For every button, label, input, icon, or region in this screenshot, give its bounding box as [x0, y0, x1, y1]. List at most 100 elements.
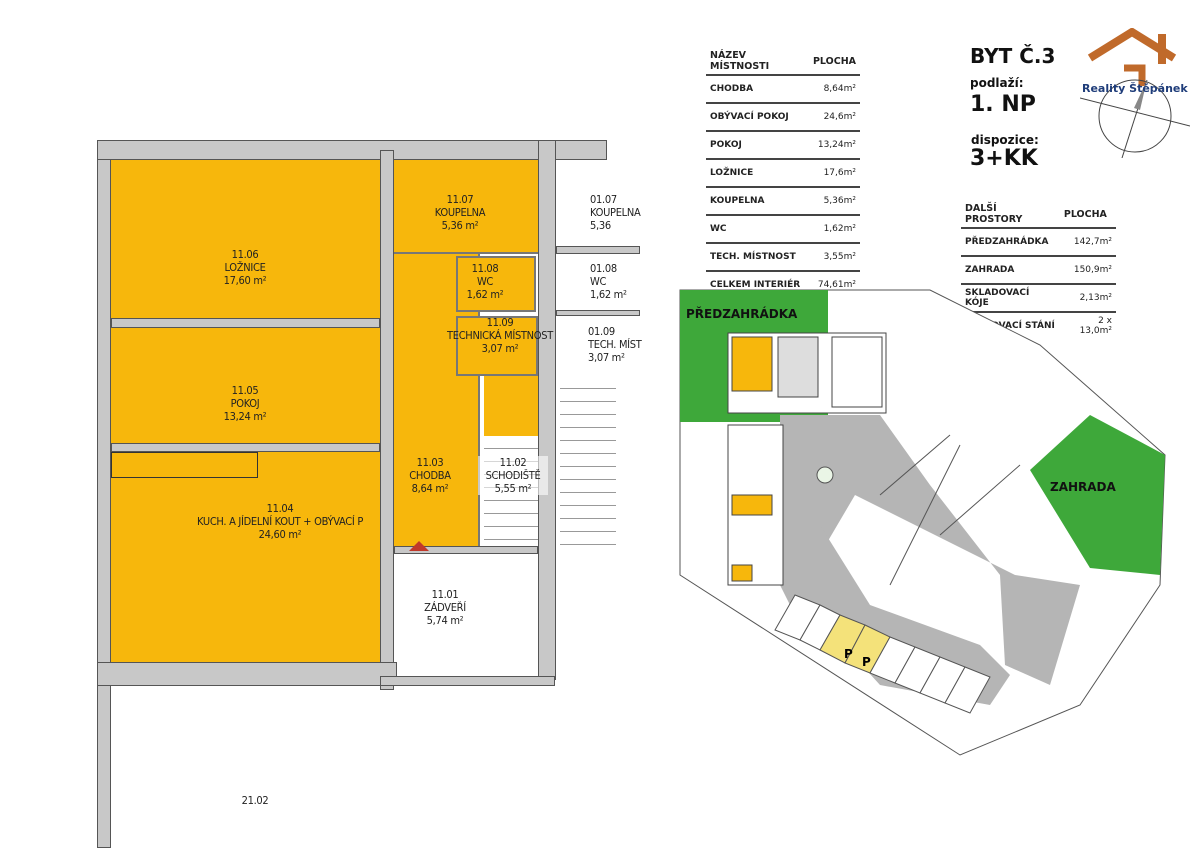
party-wall	[538, 140, 556, 680]
stairs-top	[484, 376, 538, 436]
wall	[394, 546, 538, 554]
space-area: 2 x 13,0m²	[1079, 316, 1112, 336]
logo: Reality Štěpánek	[1079, 27, 1191, 159]
kitchen-counter	[111, 452, 258, 478]
wall	[556, 246, 640, 254]
room-area: 5,74 m²	[426, 614, 464, 627]
column-header: NÁZEV MÍSTNOSTI	[706, 48, 809, 76]
room-area: 5,55 m²	[494, 482, 532, 495]
floor-label: podlaží:	[970, 76, 1024, 90]
room-area: 8,64m²	[808, 75, 860, 104]
room-name: WC	[590, 275, 607, 288]
unit-title: BYT Č.3	[970, 44, 1056, 68]
room-name: TECH. MÍSTNOST	[706, 243, 809, 272]
room-area: 3,07 m²	[588, 351, 625, 364]
room-kuchyn	[111, 452, 380, 662]
room-name: LOŽNICE	[706, 159, 809, 188]
room-number: 01.08	[590, 262, 617, 275]
parking-spaces	[774, 594, 991, 714]
garden-area	[1030, 415, 1165, 575]
room-number: 01.07	[590, 193, 617, 206]
entry-arrow-icon	[409, 541, 429, 551]
room-name: CELKEM INTERIÉR	[710, 280, 801, 290]
space-name: SKLADOVACÍ KÓJE	[961, 284, 1060, 313]
logo-text: Reality Štěpánek	[1082, 82, 1188, 95]
room-name: POKOJ	[706, 131, 809, 160]
room-area: 1,62 m²	[590, 288, 627, 301]
room-number: 11.09	[486, 316, 514, 329]
layout-value: 3+KK	[970, 146, 1038, 171]
room-number: 11.05	[231, 384, 259, 397]
table-row-total: CELKEM INTERIÉR 74,61m²	[706, 271, 860, 298]
space-area: 142,7m²	[1059, 228, 1116, 257]
room-area: 13,24m²	[808, 131, 860, 160]
parking-label: P	[862, 655, 871, 669]
room-name: ZÁDVEŘÍ	[424, 601, 466, 614]
room-area: 3,07 m²	[481, 342, 519, 355]
room-name: OBÝVACÍ POKOJ	[706, 103, 809, 132]
column-header: PLOCHA	[1059, 201, 1116, 229]
outer-wall-left	[97, 140, 111, 848]
room-area: 24,6m²	[808, 103, 860, 132]
room-name: WC	[476, 275, 494, 288]
room-name: KOUPELNA	[706, 187, 809, 216]
room-pokoj	[111, 328, 380, 443]
space-name: PARKOVACÍ STÁNÍ	[965, 321, 1055, 331]
room-name: KUCH. A JÍDELNÍ KOUT + OBÝVACÍ P	[196, 515, 363, 528]
room-name: LOŽNICE	[224, 261, 266, 274]
room-tech	[456, 316, 538, 376]
site-plan: PŘEDZAHRÁDKA ZAHRADA P P	[660, 285, 1180, 785]
room-name: TECH. MÍST	[588, 338, 642, 351]
space-area: 150,9m²	[1059, 256, 1116, 285]
table-row: PARKOVACÍ STÁNÍ 2 x 13,0m²	[961, 312, 1116, 339]
building	[727, 332, 887, 586]
room-name: WC	[706, 215, 809, 244]
wall	[111, 318, 380, 328]
site-plan-drawing	[679, 289, 1166, 756]
outer-wall-top	[97, 140, 607, 160]
room-area: 17,60 m²	[223, 274, 267, 287]
room-number: 11.04	[266, 502, 294, 515]
layout-label: dispozice:	[971, 133, 1039, 147]
room-loznice	[111, 160, 380, 318]
room-number: 11.03	[416, 456, 444, 469]
room-number: 11.07	[446, 193, 474, 206]
road	[780, 415, 1080, 685]
room-number: 01.09	[588, 325, 615, 338]
floor-value: 1. NP	[970, 92, 1036, 117]
front-garden-label: PŘEDZAHRÁDKA	[686, 307, 798, 321]
wall-zadveri	[380, 676, 555, 686]
room-area: 8,64 m²	[411, 482, 449, 495]
room-area: 17,6m²	[808, 159, 860, 188]
space-name: ZAHRADA	[961, 256, 1060, 285]
house-logo-icon	[1079, 27, 1191, 159]
wall-bottom	[97, 662, 397, 686]
room-name: TECHNICKÁ MÍSTNOST	[447, 329, 553, 342]
room-area: 24,60 m²	[258, 528, 302, 541]
stairs-neighbour	[560, 376, 616, 546]
column-header: DALŠÍ PROSTORY	[961, 201, 1060, 229]
room-area: 74,61m²	[817, 280, 856, 290]
